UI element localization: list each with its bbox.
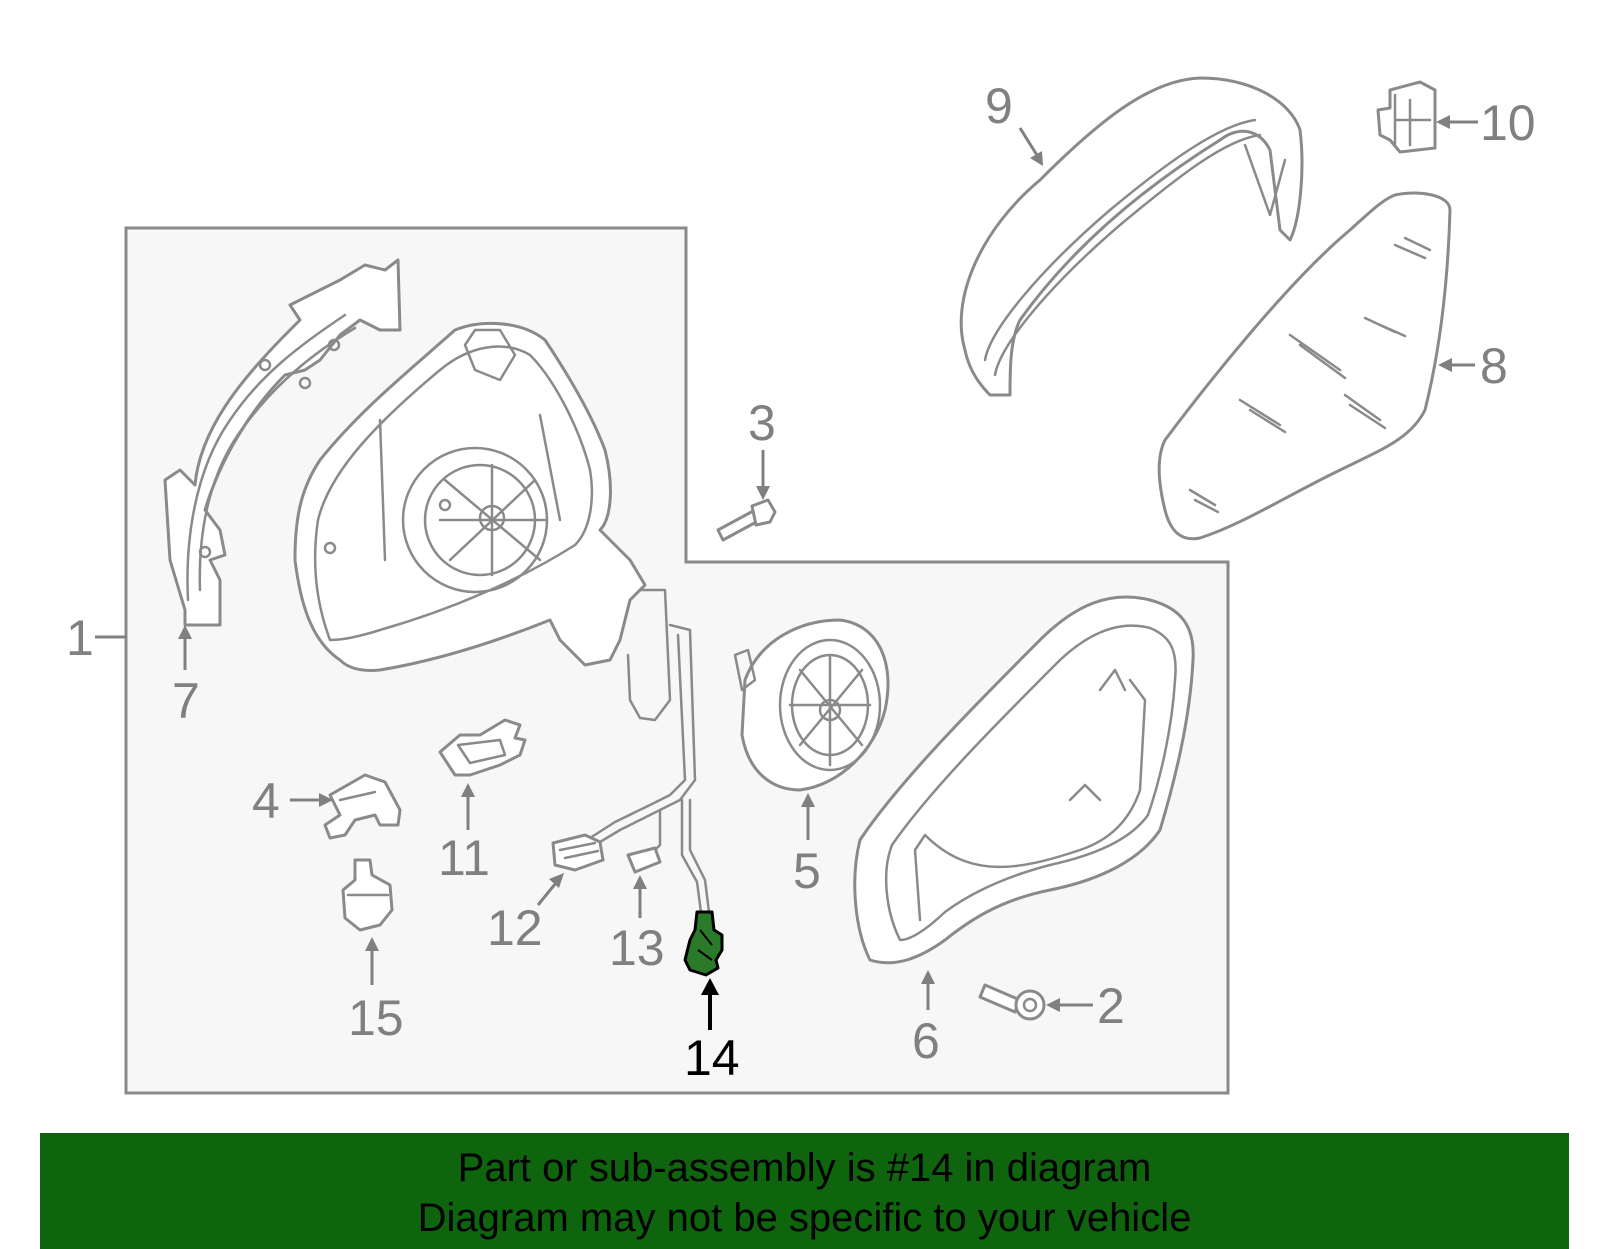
callout-11[interactable]: 11 <box>438 830 490 886</box>
callout-5[interactable]: 5 <box>793 843 821 899</box>
callout-14[interactable]: 14 <box>684 1030 740 1086</box>
turn-signal-part-7[interactable] <box>163 258 402 627</box>
callout-7[interactable]: 7 <box>172 673 200 729</box>
callout-labels: 1 2 3 4 5 6 7 8 9 10 11 12 13 14 15 <box>66 78 1536 1086</box>
screw-part-2[interactable] <box>978 983 1046 1021</box>
info-banner: Part or sub-assembly is #14 in diagram D… <box>40 1133 1569 1249</box>
leader-lines <box>95 115 1478 1030</box>
callout-13[interactable]: 13 <box>609 920 665 976</box>
callout-6[interactable]: 6 <box>912 1013 940 1069</box>
callout-9[interactable]: 9 <box>985 78 1013 134</box>
clip-part-10[interactable] <box>1376 80 1437 154</box>
banner-line-1: Part or sub-assembly is #14 in diagram <box>457 1146 1152 1190</box>
mirror-glass-part-8[interactable] <box>1157 191 1452 541</box>
mirror-cap-part-9[interactable] <box>959 76 1304 397</box>
mirror-frame-part-6[interactable] <box>853 595 1195 965</box>
clip-part-4[interactable] <box>323 773 402 840</box>
banner-line-2: Diagram may not be specific to your vehi… <box>417 1196 1192 1240</box>
connector-part-13[interactable] <box>626 846 662 874</box>
callout-10[interactable]: 10 <box>1480 95 1536 151</box>
callout-1[interactable]: 1 <box>66 610 94 666</box>
bracket-part-11[interactable] <box>438 718 527 777</box>
callout-3[interactable]: 3 <box>748 395 776 451</box>
motor-part-5[interactable] <box>733 618 890 792</box>
callout-15[interactable]: 15 <box>348 990 404 1046</box>
connector-part-15[interactable] <box>341 858 394 932</box>
connector-part-12[interactable] <box>551 833 605 872</box>
bolt-part-3[interactable] <box>716 498 777 542</box>
callout-8[interactable]: 8 <box>1480 338 1508 394</box>
wiring-harness <box>588 623 712 922</box>
callout-12[interactable]: 12 <box>487 900 543 956</box>
connector-part-14[interactable] <box>683 910 724 977</box>
callout-4[interactable]: 4 <box>252 773 280 829</box>
callout-2[interactable]: 2 <box>1097 978 1125 1034</box>
mirror-housing-assembly[interactable] <box>293 321 672 722</box>
